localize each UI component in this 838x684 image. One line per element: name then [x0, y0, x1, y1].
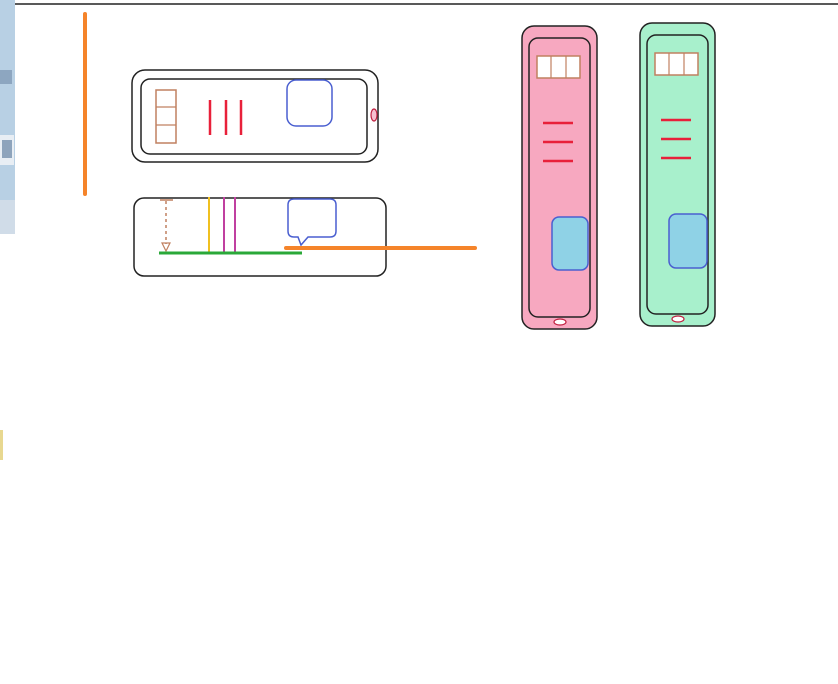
grid-window-icon — [536, 55, 581, 79]
side-button-icon — [370, 108, 378, 122]
test-lines — [661, 118, 691, 160]
green-vertical-device — [639, 22, 716, 327]
horizontal-device-bottom — [133, 197, 477, 277]
test-lines — [208, 100, 243, 135]
edge-mark — [0, 430, 3, 460]
test-lines — [543, 121, 573, 163]
grid-window-icon — [654, 52, 699, 76]
photo-thumbnail-icon — [0, 0, 15, 234]
horizontal-device-top — [131, 69, 379, 163]
sample-window — [551, 216, 589, 271]
dashed-arrow-icon — [160, 199, 173, 253]
bottom-port-icon — [671, 315, 685, 323]
bottom-port-icon — [553, 318, 567, 326]
sample-window — [286, 79, 333, 127]
grid-window-icon — [155, 89, 177, 144]
sample-window — [668, 213, 708, 269]
speech-bubble-window-icon — [287, 198, 337, 247]
pink-vertical-device — [521, 25, 598, 330]
